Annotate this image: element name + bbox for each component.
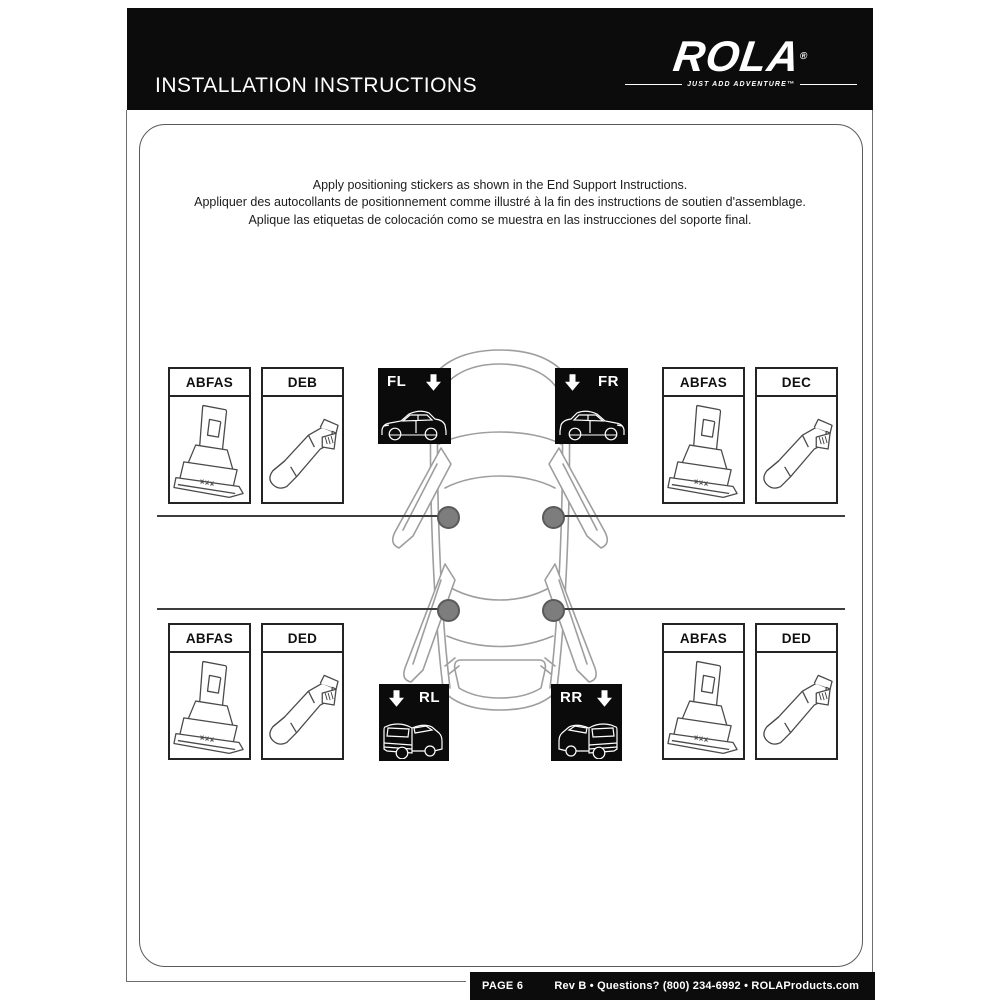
part-box-abfas-rear-right: ABFAS [662,623,745,760]
part-label: ABFAS [170,369,249,397]
page-border-left [126,110,127,982]
part-box-deb: DEB [261,367,344,504]
bracket-illustration [664,397,743,502]
position-box-rl: RL [379,684,449,761]
car-windshield-base [438,431,562,445]
rola-logo: ROLA® JUST ADD ADVENTURE™ [625,33,858,88]
car-roof-rear [450,587,550,601]
support-illustration [757,397,836,502]
car-taillight-hatch [444,657,556,675]
page-border-bottom [126,981,466,982]
car-trunk-lid [453,659,547,699]
down-arrow-icon [389,690,404,707]
footer-bar: PAGE 6 Rev B • Questions? (800) 234-6992… [470,972,875,1000]
car-door-rear-left-inner [412,579,442,665]
car-side-view-icon [559,410,625,441]
instruction-text-en: Apply positioning stickers as shown in t… [312,178,688,192]
car-side-view-icon [381,410,447,441]
down-arrow-icon [597,690,612,707]
registered-mark: ® [799,51,809,62]
part-label: DED [263,625,342,653]
part-label: ABFAS [664,369,743,397]
down-arrow-icon [426,374,441,391]
header-bar: INSTALLATION INSTRUCTIONS ROLA® JUST ADD… [127,8,873,110]
instruction-text-fr: Appliquer des autocollants de positionne… [194,195,806,210]
support-illustration [263,397,342,502]
support-illustration [757,653,836,758]
car-door-front-left-inner [402,463,438,531]
page-number: PAGE 6 [482,980,524,992]
car-rear-view-icon [383,723,443,759]
position-box-fr: FR [555,368,628,444]
part-label: DED [757,625,836,653]
bracket-illustration [170,397,249,502]
part-label: ABFAS [170,625,249,653]
part-box-dec: DEC [755,367,838,504]
page-border-right [872,110,873,972]
tagline-text: JUST ADD ADVENTURE™ [687,81,795,88]
connector-line-front-left [157,515,438,517]
car-rear-bumper [440,687,560,711]
connector-line-rear-right [562,608,845,610]
sticker-dot-rear-right [542,599,565,622]
bracket-illustration [170,653,249,758]
car-door-front-left [391,447,452,549]
part-label: ABFAS [664,625,743,653]
logo-tagline: JUST ADD ADVENTURE™ [625,81,858,88]
car-rear-window [446,635,554,648]
bracket-illustration [664,653,743,758]
position-label-fl: FL [387,373,407,390]
sticker-dot-rear-left [437,599,460,622]
instructions-block: Apply positioning stickers as shown in t… [139,177,861,229]
instruction-text-es: Aplique las etiquetas de colocación como… [248,212,752,227]
position-label-rl: RL [419,689,440,706]
car-hood-line [436,363,564,403]
sticker-dot-front-left [437,506,460,529]
car-door-rear-right-inner [558,579,588,665]
position-label-rr: RR [560,689,583,706]
footer-info: Rev B • Questions? (800) 234-6992 • ROLA… [554,980,860,992]
page-title: INSTALLATION INSTRUCTIONS [155,74,478,97]
position-box-rr: RR [551,684,622,761]
car-door-front-right [548,447,609,549]
content-panel [139,124,863,967]
support-illustration [263,653,342,758]
part-box-abfas-front-left: ABFAS [168,367,251,504]
part-label: DEB [263,369,342,397]
down-arrow-icon [565,374,580,391]
car-door-front-right-inner [562,463,598,531]
part-box-abfas-rear-left: ABFAS [168,623,251,760]
position-box-fl: FL [378,368,451,444]
connector-line-front-right [562,515,845,517]
position-label-fr: FR [598,373,619,390]
tagline-rule-left [625,84,683,85]
brand-text: ROLA® [670,33,809,81]
part-label: DEC [757,369,836,397]
car-rear-view-icon [558,723,618,759]
part-box-ded-left: DED [261,623,344,760]
car-roof-front [444,475,556,489]
tagline-rule-right [799,84,858,85]
part-box-abfas-front-right: ABFAS [662,367,745,504]
sticker-dot-front-right [542,506,565,529]
connector-line-rear-left [157,608,438,610]
part-box-ded-right: DED [755,623,838,760]
